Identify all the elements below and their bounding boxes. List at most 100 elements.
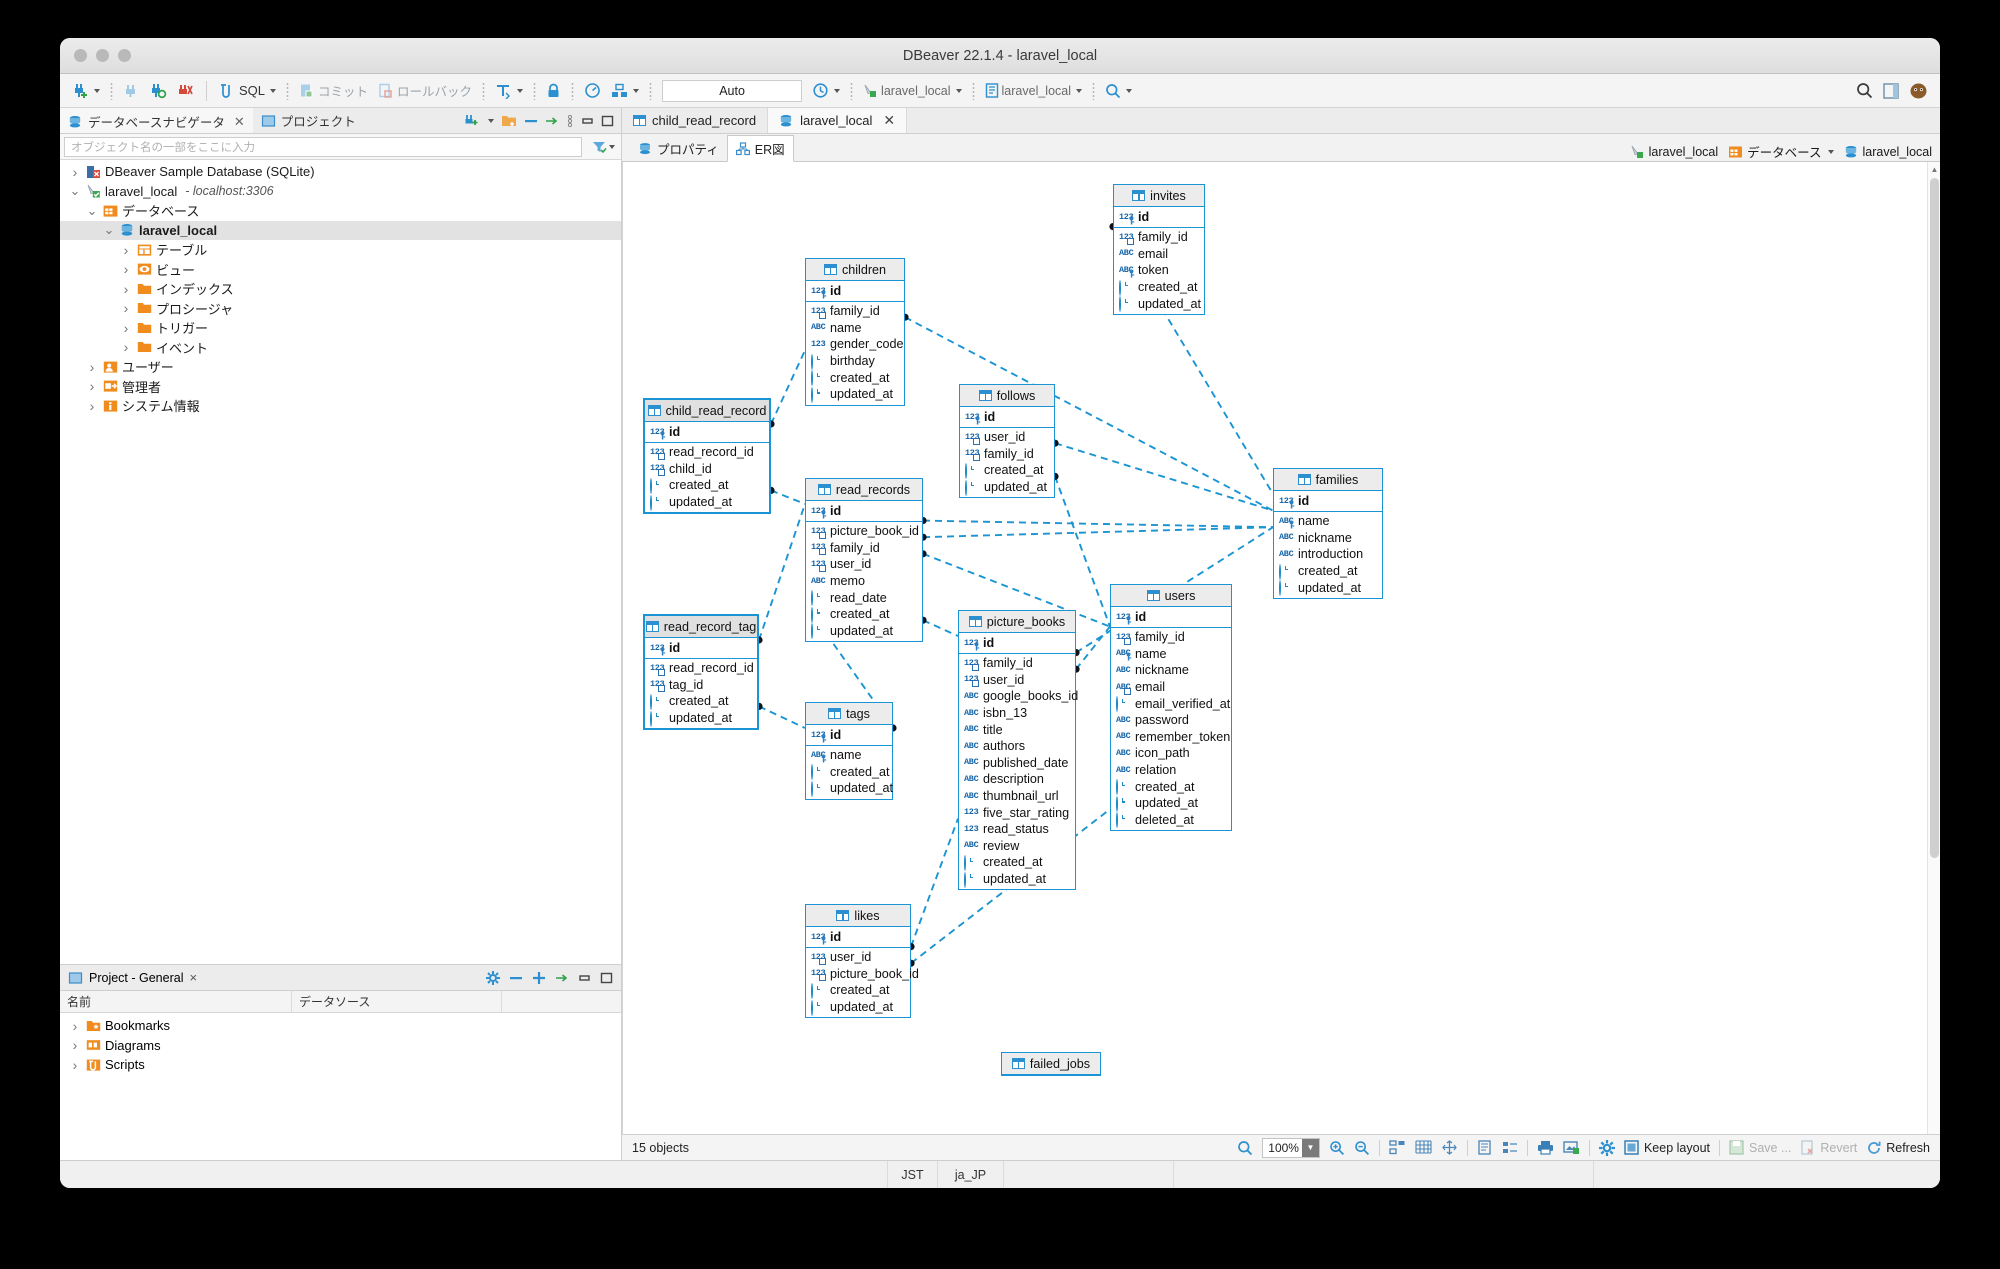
export-image-icon[interactable] (1563, 1140, 1580, 1155)
gear-icon[interactable] (486, 970, 500, 985)
toolbar-search-button[interactable] (1101, 81, 1136, 101)
commit-button[interactable]: コミット (295, 79, 372, 102)
chevron-down-icon[interactable] (270, 88, 277, 93)
read-only-lock-button[interactable] (542, 81, 565, 101)
column-row[interactable]: created_at (806, 764, 892, 781)
link-editor-icon[interactable] (545, 115, 559, 127)
revert-button[interactable]: Revert (1800, 1140, 1857, 1155)
chevron-down-icon[interactable] (633, 88, 640, 93)
chevron-down-icon[interactable]: ▼ (1301, 1138, 1319, 1157)
breadcrumb-connection[interactable]: laravel_local (1630, 144, 1718, 159)
chevron-down-icon[interactable]: ⌄ (103, 222, 115, 238)
refresh-button[interactable]: Refresh (1866, 1140, 1930, 1156)
global-search-icon[interactable] (1852, 80, 1877, 101)
breadcrumb-databases[interactable]: データベース (1728, 142, 1834, 161)
chevron-down-icon[interactable] (488, 118, 494, 123)
tab-project[interactable]: プロジェクト (253, 108, 364, 133)
disconnect-button[interactable] (173, 80, 198, 101)
project-tab[interactable]: Project - General × (60, 970, 205, 985)
close-button[interactable] (74, 49, 87, 62)
plus-icon[interactable] (532, 971, 546, 985)
transaction-mode-button[interactable] (491, 81, 527, 101)
column-row[interactable]: updated_at (959, 871, 1075, 888)
close-icon[interactable]: ✕ (233, 113, 245, 129)
perspective-switch-icon[interactable] (1879, 81, 1903, 101)
entity-header[interactable]: read_record_tag (645, 616, 757, 638)
entity-header[interactable]: child_read_record (645, 400, 769, 422)
vertical-scrollbar[interactable]: ▲ (1927, 162, 1940, 1134)
entity-header[interactable]: invites (1114, 185, 1204, 207)
tree-item-laravel_local[interactable]: ⌄laravel_local- localhost:3306 (60, 182, 621, 202)
auto-layout-icon[interactable] (1389, 1140, 1406, 1155)
chevron-down-icon[interactable] (1126, 88, 1133, 93)
database-selector[interactable]: laravel_local (981, 81, 1086, 100)
chevron-right-icon[interactable]: › (72, 163, 78, 180)
entity-header[interactable]: picture_books (959, 611, 1075, 633)
column-row[interactable]: email_verified_at (1111, 695, 1231, 713)
diagram-settings-icon[interactable] (1598, 1139, 1615, 1156)
column-row[interactable]: created_at (806, 369, 904, 387)
tab-laravel-local[interactable]: laravel_local ✕ (768, 108, 908, 133)
entity-header[interactable]: failed_jobs (1002, 1053, 1100, 1075)
query-history-button[interactable] (808, 80, 844, 101)
close-icon[interactable]: × (189, 970, 198, 985)
breadcrumb-database[interactable]: laravel_local (1844, 145, 1932, 159)
subtab-er-diagram[interactable]: ER図 (726, 135, 794, 162)
chevron-down-icon[interactable] (609, 144, 615, 149)
chevron-down-icon[interactable] (955, 88, 962, 93)
chevron-right-icon[interactable]: › (72, 1056, 78, 1073)
entity-header[interactable]: follows (960, 385, 1054, 407)
new-connection-icon[interactable] (464, 114, 479, 128)
show-columns-icon[interactable] (1502, 1140, 1518, 1155)
entity-header[interactable]: read_records (806, 479, 922, 501)
column-row[interactable]: created_at (959, 854, 1075, 871)
save-button[interactable]: Save ... (1729, 1140, 1791, 1155)
entity-header[interactable]: tags (806, 703, 892, 725)
column-row[interactable]: created_at (960, 462, 1054, 479)
column-row[interactable]: created_at (1274, 563, 1382, 580)
entity-header[interactable]: likes (806, 905, 910, 927)
entity-failed_jobs[interactable]: failed_jobs (1001, 1052, 1101, 1076)
dashboard-button[interactable] (580, 80, 605, 101)
maximize-button[interactable] (118, 49, 131, 62)
zoom-level-select[interactable]: 100% ▼ (1262, 1137, 1320, 1158)
column-row[interactable]: created_at (806, 606, 922, 623)
column-row[interactable]: deleted_at (1111, 812, 1231, 829)
column-row[interactable]: birthday (806, 353, 904, 370)
tree-item-[interactable]: ›テーブル (60, 240, 621, 260)
column-row[interactable]: created_at (645, 477, 769, 494)
column-row[interactable]: updated_at (645, 710, 757, 727)
